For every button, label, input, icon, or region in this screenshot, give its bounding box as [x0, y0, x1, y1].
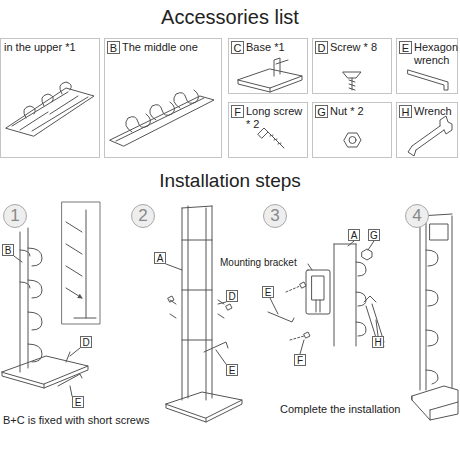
part-letter: G [315, 105, 328, 118]
part-letter: D [315, 41, 328, 54]
part-letter: C [231, 41, 244, 54]
callout-letter: F [294, 354, 306, 366]
part-name: Long screw * 2 [246, 105, 307, 130]
middle-frame [110, 90, 214, 146]
accessory-cell: in the upper *1 [0, 38, 100, 158]
node-text: D [228, 291, 235, 302]
accessory-cell: Wrench H [396, 102, 458, 158]
node-text: D [318, 42, 326, 54]
part-name: Wrench [414, 105, 457, 118]
step4-figure [412, 214, 458, 420]
node-text: F [297, 355, 303, 366]
step1-figure [2, 202, 100, 396]
part-name: in the upper *1 [4, 41, 99, 54]
part-name: Hexagon wrench [414, 41, 457, 66]
step2-figure [166, 206, 242, 422]
section-heading: Installation steps [159, 170, 301, 192]
part-name: Nut * 2 [330, 105, 391, 118]
callout-letter: A [154, 252, 166, 264]
node-text: E [75, 397, 82, 408]
node-text: G [370, 230, 378, 241]
part-letter: B [107, 41, 120, 54]
node-text: 2 [138, 206, 147, 225]
part-letter: F [231, 105, 244, 118]
node-text: 1 [10, 206, 19, 225]
part-letter: H [399, 105, 412, 118]
accessory-cell: The middle one B [104, 38, 222, 158]
nut [344, 133, 361, 147]
part-letter: E [399, 41, 412, 54]
callout-letter: G [368, 229, 380, 241]
caption: Complete the installation [280, 403, 400, 415]
callout-letter: E [262, 286, 274, 298]
part-name: Screw * 8 [330, 41, 391, 54]
long-screw [258, 128, 284, 148]
callout-letter: A [348, 229, 360, 241]
upper-frame [6, 82, 94, 136]
accessory-cell: Screw * 8 D [312, 38, 392, 94]
node-text: F [234, 106, 241, 118]
node-text: G [317, 106, 326, 118]
base-plate [238, 58, 302, 92]
callout-letter: B [2, 244, 14, 256]
caption: B+C is fixed with short screws [3, 414, 149, 426]
hex-key [408, 70, 448, 90]
node-text: A [351, 230, 358, 241]
callout-letter: E [72, 396, 84, 408]
step-number: 4 [405, 204, 429, 228]
callout-letter: E [226, 364, 238, 376]
node-text: C [234, 42, 242, 54]
node-text: 4 [412, 206, 421, 225]
accessory-cell: Base *1 C [228, 38, 308, 94]
step-number: 2 [131, 204, 155, 228]
node-text: H [402, 106, 410, 118]
heading: Accessories list [161, 6, 299, 29]
accessory-cell: Nut * 2 G [312, 102, 392, 158]
callout-letter: D [80, 336, 92, 348]
node-text: A [157, 253, 164, 264]
node-text: E [402, 42, 409, 54]
node-text: 3 [270, 206, 279, 225]
node-text: E [229, 365, 236, 376]
node-text: H [374, 337, 381, 348]
node-text: E [265, 287, 272, 298]
wrench [408, 116, 452, 156]
node-text: B [110, 42, 117, 54]
accessory-cell: Hexagon wrench E [396, 38, 458, 94]
part-name: The middle one [122, 41, 221, 54]
callout-letter: H [372, 336, 384, 348]
step-number: 1 [3, 204, 27, 228]
part-label: Mounting bracket [220, 257, 297, 268]
callout-letter: D [226, 290, 238, 302]
part-name: Base *1 [246, 41, 307, 54]
node-text: D [82, 337, 89, 348]
step-number: 3 [263, 204, 287, 228]
node-text: B [5, 245, 12, 256]
accessory-cell: Long screw * 2 F [228, 102, 308, 158]
screw [343, 72, 361, 90]
